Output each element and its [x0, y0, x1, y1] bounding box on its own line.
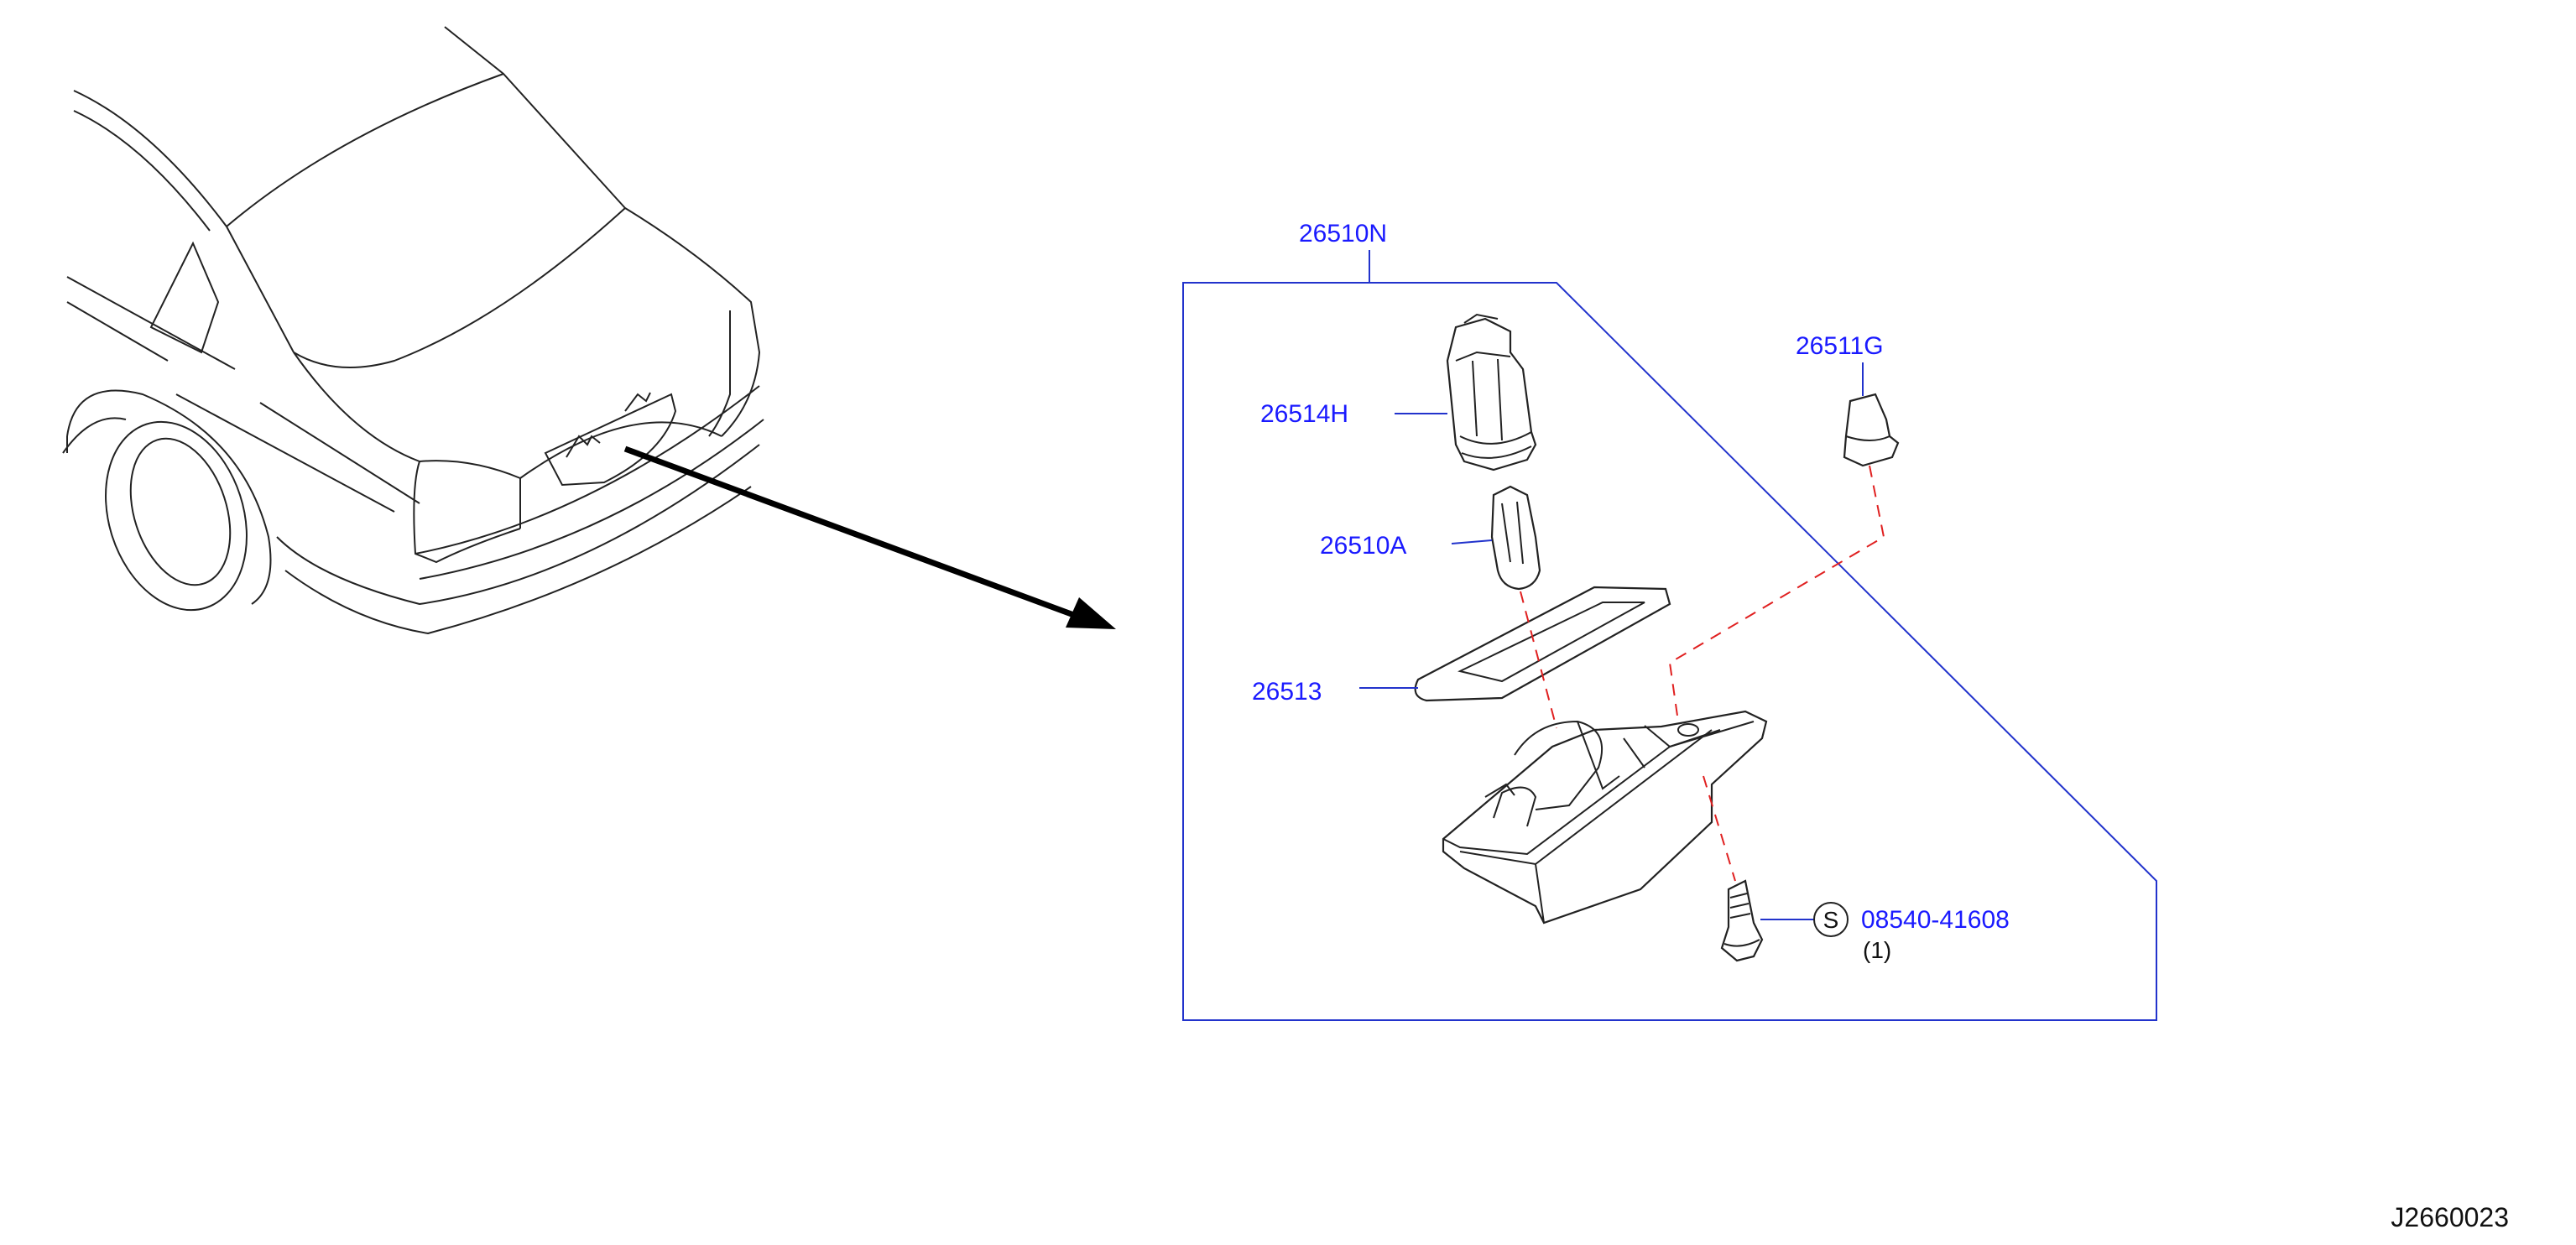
standard-part-symbol: S — [1823, 907, 1839, 933]
part-label-26513: 26513 — [1252, 678, 1322, 706]
part-quantity: (1) — [1863, 937, 1891, 963]
part-label-26511G: 26511G — [1796, 332, 1884, 360]
detail-frame — [1182, 282, 2157, 1021]
screw-part — [1720, 879, 1764, 962]
lens-part — [1414, 586, 1671, 702]
callout-26510N: 26510N — [1299, 220, 1387, 283]
assembly-dashed-lines — [1520, 465, 1885, 882]
part-label-26510A: 26510A — [1320, 532, 1406, 560]
standard-part-symbol-icon — [1813, 902, 1849, 937]
diagram-id: J2660023 — [2391, 1202, 2509, 1232]
callout-26513: 26513 — [1252, 678, 1418, 706]
part-label-26514H: 26514H — [1260, 400, 1348, 428]
clip-part — [1843, 393, 1900, 467]
part-label-08540-41608: 08540-41608 — [1861, 906, 2010, 934]
lamp-housing-part — [1442, 710, 1768, 925]
callout-26511G: 26511G — [1796, 332, 1884, 396]
bulb-part — [1490, 485, 1541, 591]
bulb-socket-part — [1446, 313, 1537, 471]
callout-26514H: 26514H — [1260, 400, 1447, 428]
part-label-26510N: 26510N — [1299, 220, 1387, 247]
detail-arrow — [623, 445, 1116, 629]
callout-26510A: 26510A — [1320, 532, 1493, 560]
car-rear-illustration — [62, 26, 764, 635]
callout-screw: S 08540-41608 (1) — [1760, 902, 2010, 963]
